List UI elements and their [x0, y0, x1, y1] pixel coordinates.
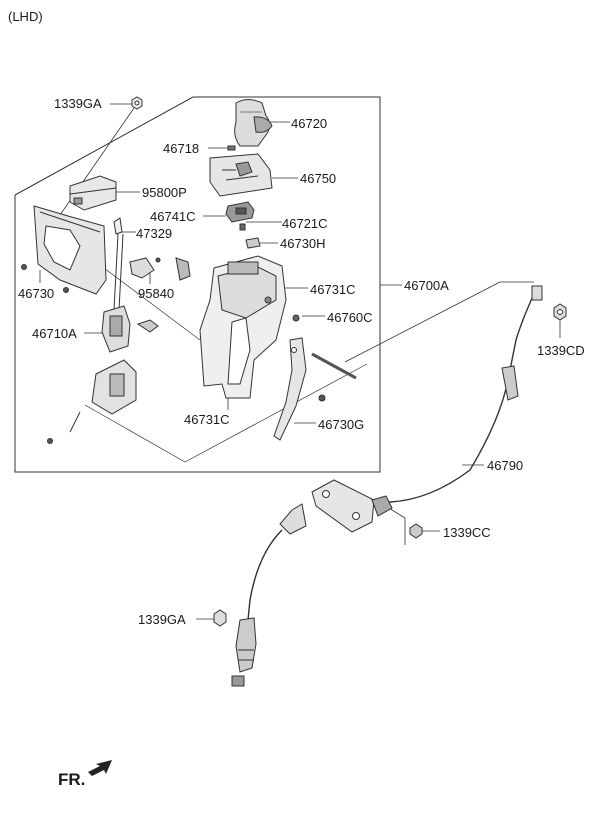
lever-rod-47329 — [113, 217, 124, 311]
front-direction-label: FR. — [58, 770, 86, 789]
callout-1339GA-bottom: 1339GA — [138, 612, 186, 627]
callout-1339GA-top: 1339GA — [54, 96, 102, 111]
nut-1339CC — [409, 523, 423, 539]
base-housing-46731C — [199, 255, 300, 399]
callout-46790: 46790 — [487, 458, 524, 473]
callout-47329: 47329 — [136, 226, 173, 241]
callout-46730H: 46730H — [280, 236, 326, 251]
callout-1339CD: 1339CD — [537, 343, 585, 358]
callout-95840: 95840 — [138, 286, 175, 301]
switch-46741C — [225, 201, 255, 223]
indicator-cover-46750 — [209, 153, 273, 197]
callout-95800P: 95800P — [142, 185, 187, 200]
callout-46731C-lower: 46731C — [184, 412, 230, 427]
callout-46710A: 46710A — [32, 326, 77, 341]
leader-lines — [39, 103, 561, 620]
lever-assembly-46710A — [101, 305, 159, 353]
variant-label: (LHD) — [8, 9, 43, 24]
callout-1339CC: 1339CC — [443, 525, 491, 540]
pin-46718 — [227, 145, 236, 151]
shift-knob-46720 — [234, 99, 273, 147]
lower-mount — [47, 359, 137, 444]
cable-46790 — [329, 285, 543, 505]
callout-46721C: 46721C — [282, 216, 328, 231]
callout-46760C: 46760C — [327, 310, 373, 325]
assembly-boundary — [14, 96, 381, 473]
bracket-95840 — [129, 257, 191, 281]
callout-46718: 46718 — [163, 141, 200, 156]
module-95800P — [69, 175, 117, 211]
callout-46720: 46720 — [291, 116, 328, 131]
pivot-pin — [311, 352, 357, 380]
callout-46731C-upper: 46731C — [310, 282, 356, 297]
nut-1339CD — [553, 303, 567, 321]
nut-1339GA-bottom — [213, 609, 227, 627]
nut-1339GA-top — [131, 96, 143, 110]
callout-46750: 46750 — [300, 171, 337, 186]
callout-46700A: 46700A — [404, 278, 449, 293]
lower-cable — [231, 503, 307, 687]
perspective-frame — [84, 363, 368, 463]
callout-46730G: 46730G — [318, 417, 365, 432]
bracket-46730 — [21, 205, 107, 295]
linkage-plate-46730G — [273, 337, 326, 441]
bolt-46721C — [239, 223, 246, 231]
clip-46730H — [245, 237, 261, 249]
cable-bracket — [311, 479, 393, 533]
callout-46741C: 46741C — [150, 209, 196, 224]
callout-46730: 46730 — [18, 286, 55, 301]
front-arrow — [88, 760, 112, 776]
